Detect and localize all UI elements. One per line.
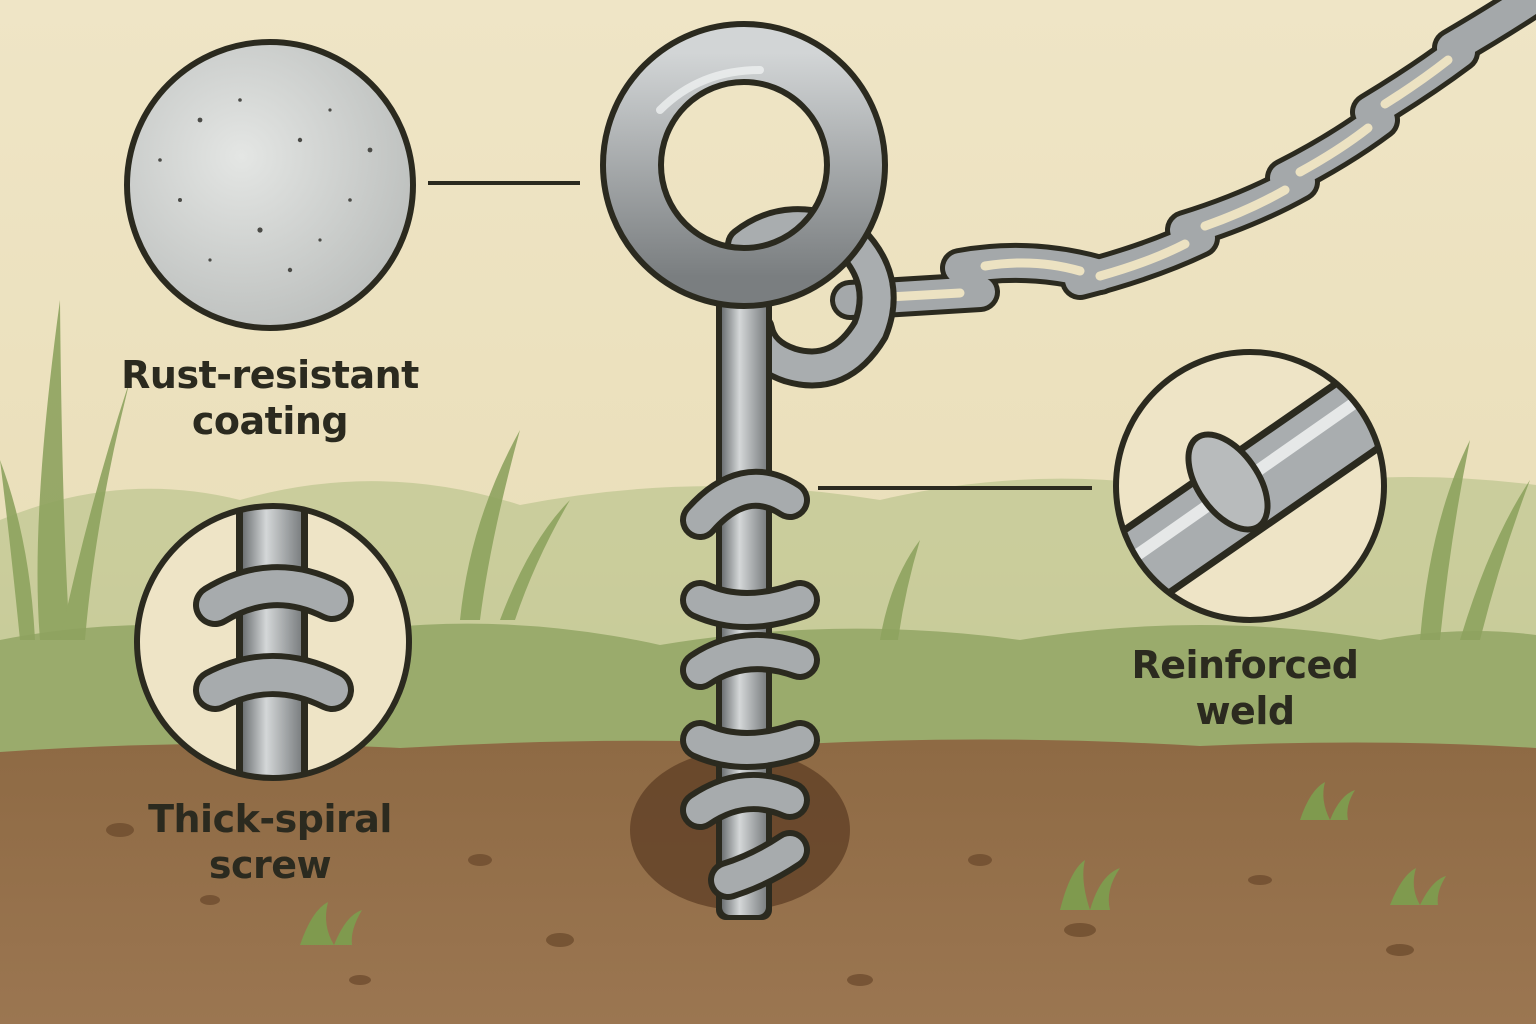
grass-tufts — [300, 782, 1446, 945]
screw-label: Thick-spiral screw — [148, 797, 392, 887]
coating-callout-circle — [124, 39, 416, 331]
weld-label: Reinforced weld — [1131, 643, 1360, 733]
eye-ring — [606, 27, 882, 303]
coating-label: Rust-resistant coating — [121, 353, 419, 443]
soil-clumps — [106, 823, 1414, 986]
grass-blades — [0, 300, 1530, 640]
weld-bead — [1185, 431, 1271, 533]
spiral-coils — [680, 468, 820, 900]
chain — [830, 0, 1536, 320]
eye-ring-highlight — [656, 66, 764, 114]
weld-callout-circle — [1113, 349, 1387, 623]
screw-callout-circle — [134, 503, 412, 781]
chain-links-holes — [865, 55, 1453, 303]
